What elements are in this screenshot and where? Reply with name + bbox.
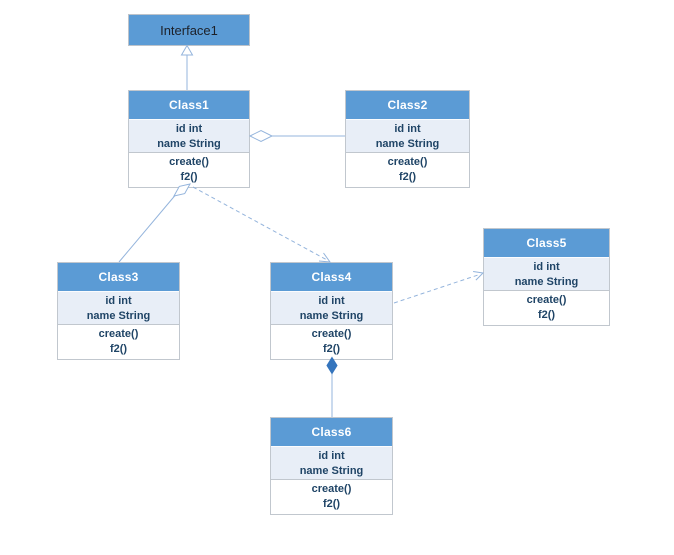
method: f2() [109,343,128,355]
methods-section[interactable]: create() f2() [129,153,249,187]
attribute: name String [86,310,151,322]
methods-section[interactable]: create() f2() [484,291,609,325]
method: f2() [398,171,417,183]
interface-name: Interface1 [160,22,218,38]
methods-section[interactable]: create() f2() [271,480,392,514]
attribute: name String [299,310,364,322]
attribute: id int [175,123,203,135]
open-arrow-icon [318,252,332,263]
class-name[interactable]: Class4 [271,263,392,291]
class-name[interactable]: Class3 [58,263,179,291]
class-name[interactable]: Class2 [346,91,469,119]
connector-composition-class6-class4[interactable] [326,356,338,418]
interface-box-interface1[interactable]: Interface1 [128,14,250,46]
attribute: id int [318,295,345,307]
hollow-triangle-icon [180,44,194,56]
attribute: id int [105,295,132,307]
method: create() [311,328,352,340]
connector-aggregation-class2-class1[interactable] [248,129,345,143]
class-box-class5[interactable]: Class5 id int name String create() f2() [483,228,610,326]
connector-generalization-class1-interface1[interactable] [180,44,194,91]
hollow-diamond-icon [248,129,274,143]
attribute: id int [533,261,560,273]
method: f2() [322,343,341,355]
class-name[interactable]: Class6 [271,418,392,446]
attribute: name String [299,465,364,477]
method: f2() [537,309,556,321]
class-box-class3[interactable]: Class3 id int name String create() f2() [57,262,180,360]
open-arrow-icon [473,271,485,281]
attribute: id int [394,123,421,135]
attributes-section[interactable]: id int name String [484,257,609,291]
attributes-section[interactable]: id int name String [58,291,179,325]
class-name[interactable]: Class1 [129,91,249,119]
connector-dependency-class4-class5[interactable] [393,271,485,304]
connector-dependency-class1-class4[interactable] [192,186,332,263]
method: create() [98,328,139,340]
connector-aggregation-class3-class1[interactable] [118,183,191,263]
method: create() [169,156,209,168]
methods-section[interactable]: create() f2() [58,325,179,359]
method: create() [387,156,428,168]
class-box-class2[interactable]: Class2 id int name String create() f2() [345,90,470,188]
class-name[interactable]: Class5 [484,229,609,257]
method: create() [526,294,567,306]
method: f2() [180,171,198,183]
attributes-section[interactable]: id int name String [271,291,392,325]
method: create() [311,483,352,495]
attribute: name String [514,276,579,288]
class-box-class1[interactable]: Class1 id int name String create() f2() [128,90,250,188]
method: f2() [322,498,341,510]
attributes-section[interactable]: id int name String [129,119,249,153]
attribute: name String [375,138,440,150]
methods-section[interactable]: create() f2() [346,153,469,187]
attributes-section[interactable]: id int name String [271,446,392,480]
attribute: name String [157,138,221,150]
attribute: id int [318,450,345,462]
methods-section[interactable]: create() f2() [271,325,392,359]
attributes-section[interactable]: id int name String [346,119,469,153]
class-box-class4[interactable]: Class4 id int name String create() f2() [270,262,393,360]
class-box-class6[interactable]: Class6 id int name String create() f2() [270,417,393,515]
